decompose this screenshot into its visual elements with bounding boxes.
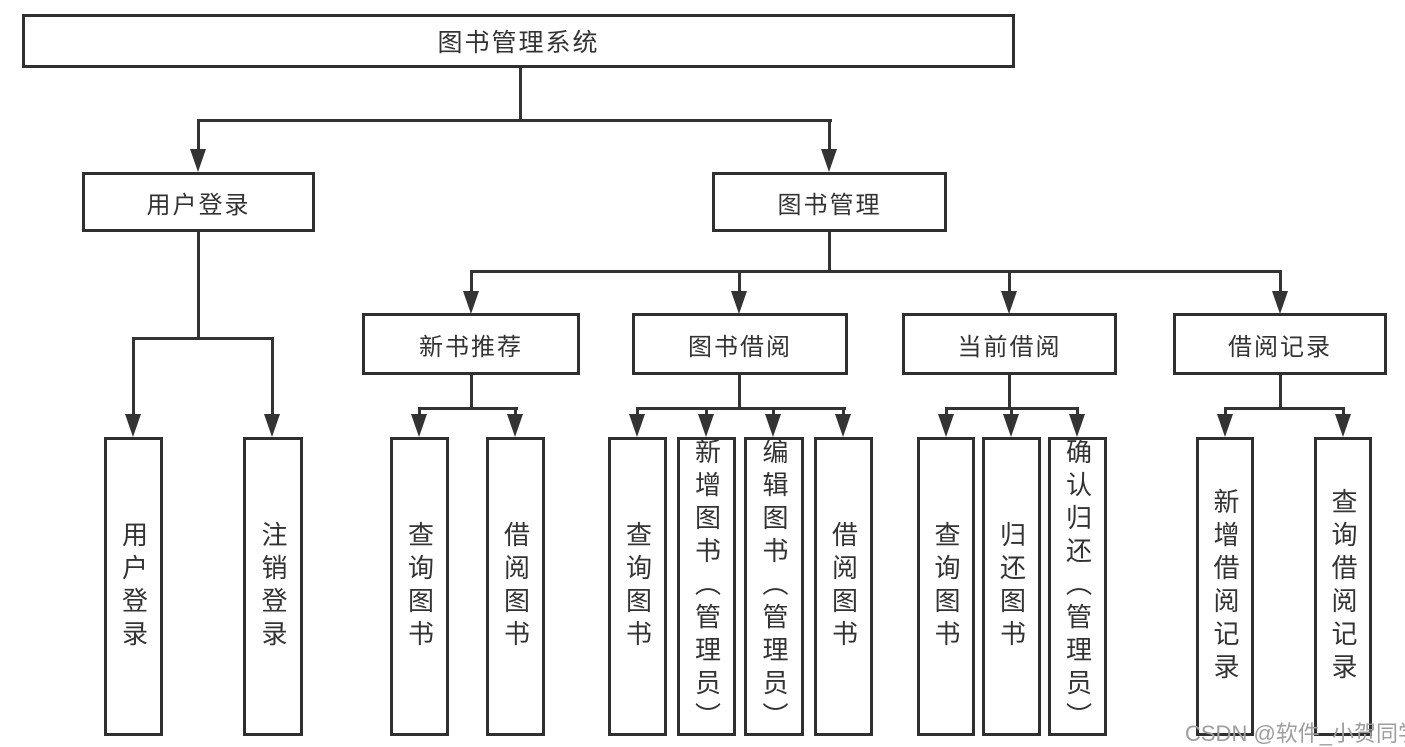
connector-drop-leaf xyxy=(705,407,708,419)
node-label: 借阅记录 xyxy=(1228,333,1332,361)
leaf-borrow-query-books: 查询图书 xyxy=(608,437,667,736)
connector-root-stem xyxy=(519,68,522,121)
leaf-borrow-edit-books-admin: 编辑图书（管理员） xyxy=(744,437,804,736)
leaf-borrow-add-books-admin: 新增图书（管理员） xyxy=(677,437,736,736)
arrow-down-icon xyxy=(765,414,781,437)
arrow-down-icon xyxy=(938,414,954,437)
node-label: 编辑图书（管理员） xyxy=(759,438,789,735)
leaf-newbook-borrow-books: 借阅图书 xyxy=(486,437,545,736)
node-label: 确认归还（管理员） xyxy=(1062,438,1093,735)
arrow-down-icon xyxy=(731,291,747,314)
arrow-down-icon xyxy=(1069,414,1085,437)
arrow-down-icon xyxy=(1335,414,1351,437)
connector-records-stem xyxy=(1279,375,1282,409)
node-label: 当前借阅 xyxy=(957,333,1062,361)
leaf-current-return-books: 归还图书 xyxy=(982,437,1041,736)
arrow-down-icon xyxy=(1003,414,1019,437)
connector-level2-rail xyxy=(197,119,832,122)
connector-drop-leaf xyxy=(271,337,274,417)
node-label: 新增图书（管理员） xyxy=(691,438,722,735)
leaf-records-add-record: 新增借阅记录 xyxy=(1196,437,1254,736)
arrow-down-icon xyxy=(190,149,206,172)
connector-drop-newbook xyxy=(470,270,473,294)
arrow-down-icon xyxy=(835,414,851,437)
connector-drop-leaf xyxy=(514,407,517,419)
arrow-down-icon xyxy=(125,414,141,437)
connector-drop-currentborrow xyxy=(1008,270,1011,294)
connector-drop-leaf xyxy=(1342,407,1345,419)
connector-newbook-rail xyxy=(418,407,518,410)
node-label: 注销登录 xyxy=(258,520,288,653)
leaf-newbook-query-books: 查询图书 xyxy=(390,437,449,736)
node-current-borrow: 当前借阅 xyxy=(902,313,1117,375)
node-label: 新增借阅记录 xyxy=(1210,487,1240,686)
connector-book-mgmt-stem xyxy=(828,232,831,272)
node-label: 图书借阅 xyxy=(688,333,792,361)
leaf-borrow-borrow-books: 借阅图书 xyxy=(814,437,873,736)
arrow-down-icon xyxy=(507,414,523,437)
connector-drop-book-mgmt xyxy=(828,119,831,152)
leaf-logout-login: 注销登录 xyxy=(243,437,303,736)
connector-drop-leaf xyxy=(1224,407,1227,419)
node-book-management: 图书管理 xyxy=(712,172,947,232)
node-new-book-recommend: 新书推荐 xyxy=(362,313,580,375)
leaf-current-query-books: 查询图书 xyxy=(917,437,975,736)
connector-drop-leaf xyxy=(418,407,421,419)
leaf-user-login: 用户登录 xyxy=(104,437,163,736)
connector-user-login-rail xyxy=(132,337,274,340)
arrow-down-icon xyxy=(698,414,714,437)
connector-bookborrow-stem xyxy=(738,375,741,409)
node-label: 图书管理 xyxy=(777,191,882,219)
node-label: 借阅图书 xyxy=(500,520,531,653)
connector-drop-records xyxy=(1279,270,1282,294)
node-label: 新书推荐 xyxy=(419,333,523,361)
connector-drop-leaf xyxy=(842,407,845,419)
connector-records-rail xyxy=(1224,407,1345,410)
connector-drop-leaf xyxy=(772,407,775,419)
arrow-down-icon xyxy=(1217,414,1233,437)
leaf-current-confirm-return-admin: 确认归还（管理员） xyxy=(1048,437,1107,736)
connector-newbook-stem xyxy=(470,375,473,409)
node-borrow-records: 借阅记录 xyxy=(1173,313,1387,375)
connector-bookborrow-rail xyxy=(636,407,846,410)
node-book-borrow: 图书借阅 xyxy=(632,313,848,375)
arrow-down-icon xyxy=(821,149,837,172)
node-user-login: 用户登录 xyxy=(82,172,315,232)
node-label: 图书管理系统 xyxy=(437,29,600,57)
arrow-down-icon xyxy=(629,414,645,437)
node-root-system: 图书管理系统 xyxy=(22,14,1015,68)
csdn-watermark: CSDN @软件_小贺同学 xyxy=(1185,721,1405,746)
connector-drop-leaf xyxy=(1010,407,1013,419)
connector-drop-leaf xyxy=(636,407,639,419)
node-label: 用户登录 xyxy=(118,520,149,653)
connector-drop-leaf xyxy=(945,407,948,419)
connector-drop-bookborrow xyxy=(738,270,741,294)
node-label: 归还图书 xyxy=(996,520,1027,653)
arrow-down-icon xyxy=(264,414,280,437)
connector-drop-user-login xyxy=(197,119,200,152)
arrow-down-icon xyxy=(1001,291,1017,314)
node-label: 用户登录 xyxy=(146,191,251,219)
node-label: 查询借阅记录 xyxy=(1328,487,1358,686)
node-label: 查询图书 xyxy=(404,520,435,653)
connector-drop-leaf xyxy=(132,337,135,417)
arrow-down-icon xyxy=(463,291,479,314)
connector-user-login-stem xyxy=(197,232,200,340)
arrow-down-icon xyxy=(411,414,427,437)
node-label: 查询图书 xyxy=(931,520,961,653)
connector-currentborrow-stem xyxy=(1008,375,1011,409)
connector-drop-leaf xyxy=(1076,407,1079,419)
arrow-down-icon xyxy=(1272,291,1288,314)
node-label: 借阅图书 xyxy=(828,520,859,653)
leaf-records-query-record: 查询借阅记录 xyxy=(1314,437,1372,736)
connector-level3-rail xyxy=(470,270,1282,273)
node-label: 查询图书 xyxy=(622,520,653,653)
